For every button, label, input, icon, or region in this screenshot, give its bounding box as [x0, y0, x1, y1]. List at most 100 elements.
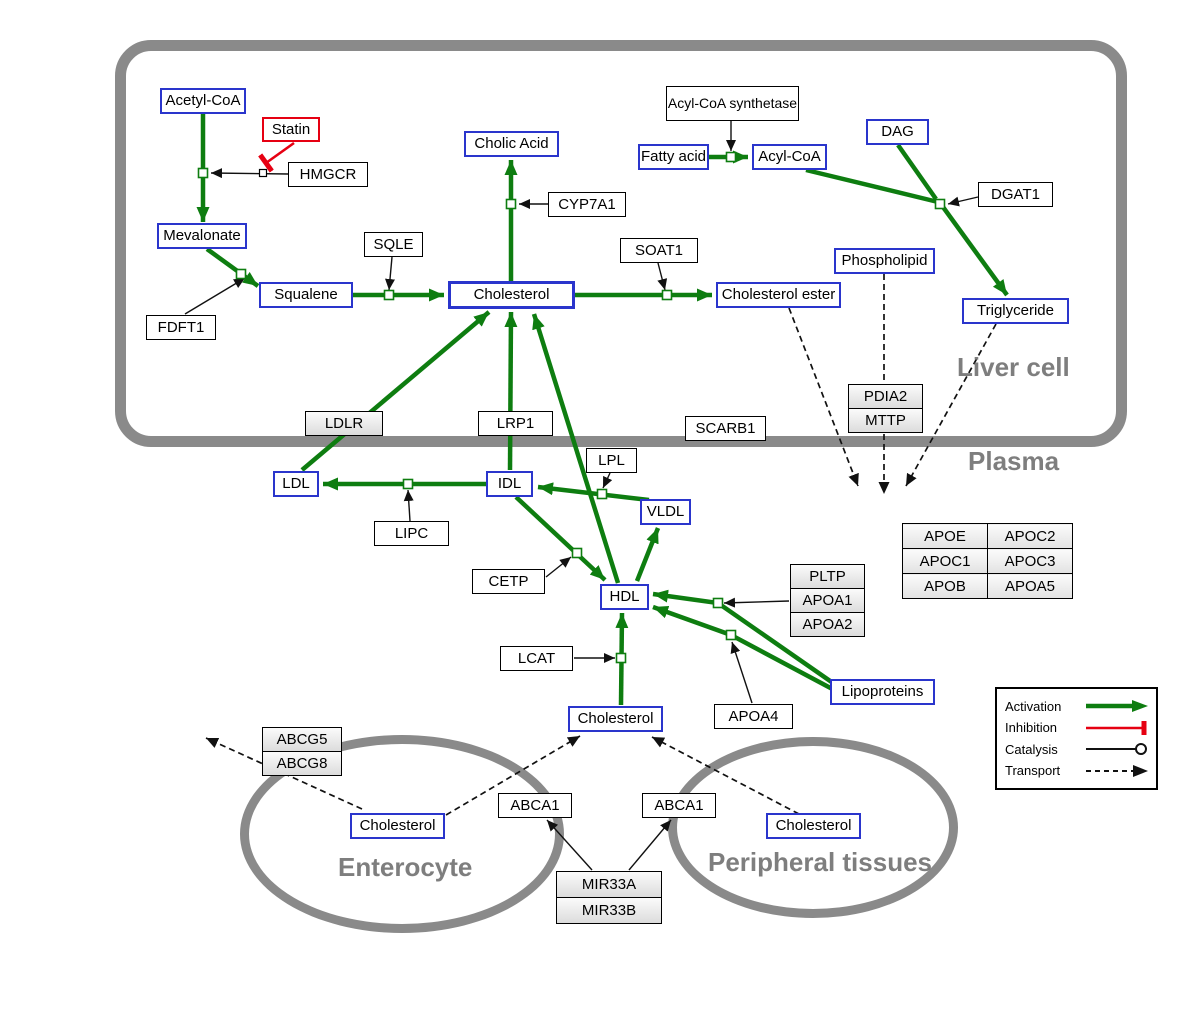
node-squalene[interactable]: Squalene [259, 282, 353, 308]
reaction-node-lcat [615, 652, 627, 664]
node-apoa4[interactable]: APOA4 [714, 704, 793, 729]
node-cholesterol-peripheral[interactable]: Cholesterol [766, 813, 861, 839]
edge-hdl-cholesterol [531, 313, 621, 584]
node-mttp[interactable]: MTTP [848, 408, 923, 433]
node-phospholipid[interactable]: Phospholipid [834, 248, 935, 274]
peripheral-tissues-membrane [668, 737, 958, 918]
reaction-node-dgat1 [934, 198, 946, 210]
reaction-node-cyp7a1 [505, 198, 517, 210]
node-abca1-peripheral[interactable]: ABCA1 [642, 793, 716, 818]
reaction-node-lpl [596, 488, 608, 500]
edge-statin-inhibits-hmgcr [258, 141, 295, 173]
node-fatty-acid[interactable]: Fatty acid [638, 144, 709, 170]
node-cholic-acid[interactable]: Cholic Acid [464, 131, 559, 157]
node-apoa5[interactable]: APOA5 [987, 573, 1073, 599]
legend-transport-label: Transport [1005, 763, 1061, 779]
node-acetyl-coa[interactable]: Acetyl-CoA [160, 88, 246, 114]
legend-catalysis-label: Catalysis [1005, 741, 1058, 757]
node-abca1-enterocyte[interactable]: ABCA1 [498, 793, 572, 818]
legend: Activation Inhibition Catalysis Transpor… [995, 687, 1158, 790]
node-cyp7a1[interactable]: CYP7A1 [548, 192, 626, 217]
edge-hmgcr-catalysis [210, 168, 289, 179]
edge-vldl-idl [537, 482, 650, 503]
node-triglyceride[interactable]: Triglyceride [962, 298, 1069, 324]
peripheral-tissues-label: Peripheral tissues [708, 847, 932, 877]
edge-dag-dgat1node [896, 143, 938, 201]
node-abcg5[interactable]: ABCG5 [262, 727, 342, 752]
reaction-nodes [197, 151, 946, 664]
node-apoe[interactable]: APOE [902, 523, 988, 549]
node-scarb1[interactable]: SCARB1 [685, 416, 766, 441]
edge-enterocyte-cholesterol-efflux [445, 735, 581, 816]
complex-abcg5-abcg8: ABCG5 ABCG8 [262, 727, 342, 776]
node-pdia2[interactable]: PDIA2 [848, 384, 923, 409]
liver-cell-membrane [115, 40, 1127, 447]
reaction-node-acs [725, 151, 737, 163]
node-acyl-coa-synthetase[interactable]: Acyl-CoA synthetase [666, 86, 799, 121]
node-apoa1[interactable]: APOA1 [790, 588, 865, 613]
edge-dgat1node-triglyceride [941, 205, 1009, 297]
node-cholesterol-enterocyte[interactable]: Cholesterol [350, 813, 445, 839]
node-cholesterol-plasma[interactable]: Cholesterol [568, 706, 663, 732]
edge-peripheral-cholesterol-efflux [651, 736, 800, 815]
complex-mir33a-mir33b: MIR33A MIR33B [556, 871, 662, 924]
legend-inhibition-label: Inhibition [1005, 720, 1058, 736]
node-apoa2[interactable]: APOA2 [790, 612, 865, 637]
node-hmgcr[interactable]: HMGCR [288, 162, 368, 187]
node-lipc[interactable]: LIPC [374, 521, 449, 546]
edge-mir33-abca1-peripheral [628, 819, 672, 871]
node-ldl[interactable]: LDL [273, 471, 319, 497]
node-abcg8[interactable]: ABCG8 [262, 751, 342, 776]
catalysis-edges [184, 121, 979, 871]
edge-idl-cholesterol-via-lrp1 [504, 311, 518, 471]
node-lrp1[interactable]: LRP1 [478, 411, 553, 436]
edge-fdft1-catalysis [184, 277, 246, 315]
node-dag[interactable]: DAG [866, 119, 929, 145]
node-apoc3[interactable]: APOC3 [987, 548, 1073, 574]
inhibition-edges [258, 141, 295, 173]
node-lcat[interactable]: LCAT [500, 646, 573, 671]
legend-catalysis: Catalysis [1005, 741, 1148, 757]
complex-pltp-apoa1-apoa2: PLTP APOA1 APOA2 [790, 564, 865, 637]
node-lpl[interactable]: LPL [586, 448, 637, 473]
node-acyl-coa[interactable]: Acyl-CoA [752, 144, 827, 170]
node-mevalonate[interactable]: Mevalonate [157, 223, 247, 249]
edge-idl-hdl-via-cetp [514, 495, 607, 582]
node-mir33b[interactable]: MIR33B [556, 897, 662, 924]
reaction-node-fdft1 [235, 268, 247, 280]
reaction-node-pltp [712, 597, 724, 609]
inhibition-tbar-icon [1086, 720, 1147, 735]
node-pltp[interactable]: PLTP [790, 564, 865, 589]
node-hdl[interactable]: HDL [600, 584, 649, 610]
node-vldl[interactable]: VLDL [640, 499, 691, 525]
edge-acylcoa-dgat1node [805, 167, 939, 205]
reaction-node-lipc [402, 478, 414, 490]
edge-lpl-catalysis [602, 472, 613, 489]
node-apob[interactable]: APOB [902, 573, 988, 599]
liver-cell-label: Liver cell [957, 352, 1070, 382]
node-soat1[interactable]: SOAT1 [620, 238, 698, 263]
edge-mir33-abca1-enterocyte [546, 819, 593, 871]
node-fdft1[interactable]: FDFT1 [146, 315, 216, 340]
node-sqle[interactable]: SQLE [364, 232, 423, 257]
edge-cetp-catalysis [545, 556, 572, 578]
legend-transport: Transport [1005, 763, 1148, 779]
edge-lipc-catalysis [403, 489, 414, 522]
edge-hdl-vldl [634, 527, 661, 582]
node-cetp[interactable]: CETP [472, 569, 545, 594]
node-dgat1[interactable]: DGAT1 [978, 182, 1053, 207]
node-cholesterol-ester[interactable]: Cholesterol ester [716, 282, 841, 308]
enterocyte-label: Enterocyte [338, 852, 473, 882]
node-statin[interactable]: Statin [262, 117, 320, 142]
node-ldlr[interactable]: LDLR [305, 411, 383, 436]
node-apoc1[interactable]: APOC1 [902, 548, 988, 574]
node-apoc2[interactable]: APOC2 [987, 523, 1073, 549]
edge-dgat1-catalysis [947, 196, 979, 207]
node-mir33a[interactable]: MIR33A [556, 871, 662, 898]
node-lipoproteins[interactable]: Lipoproteins [830, 679, 935, 705]
legend-inhibition: Inhibition [1005, 720, 1148, 736]
node-cholesterol-liver[interactable]: Cholesterol [448, 281, 575, 309]
node-idl[interactable]: IDL [486, 471, 533, 497]
